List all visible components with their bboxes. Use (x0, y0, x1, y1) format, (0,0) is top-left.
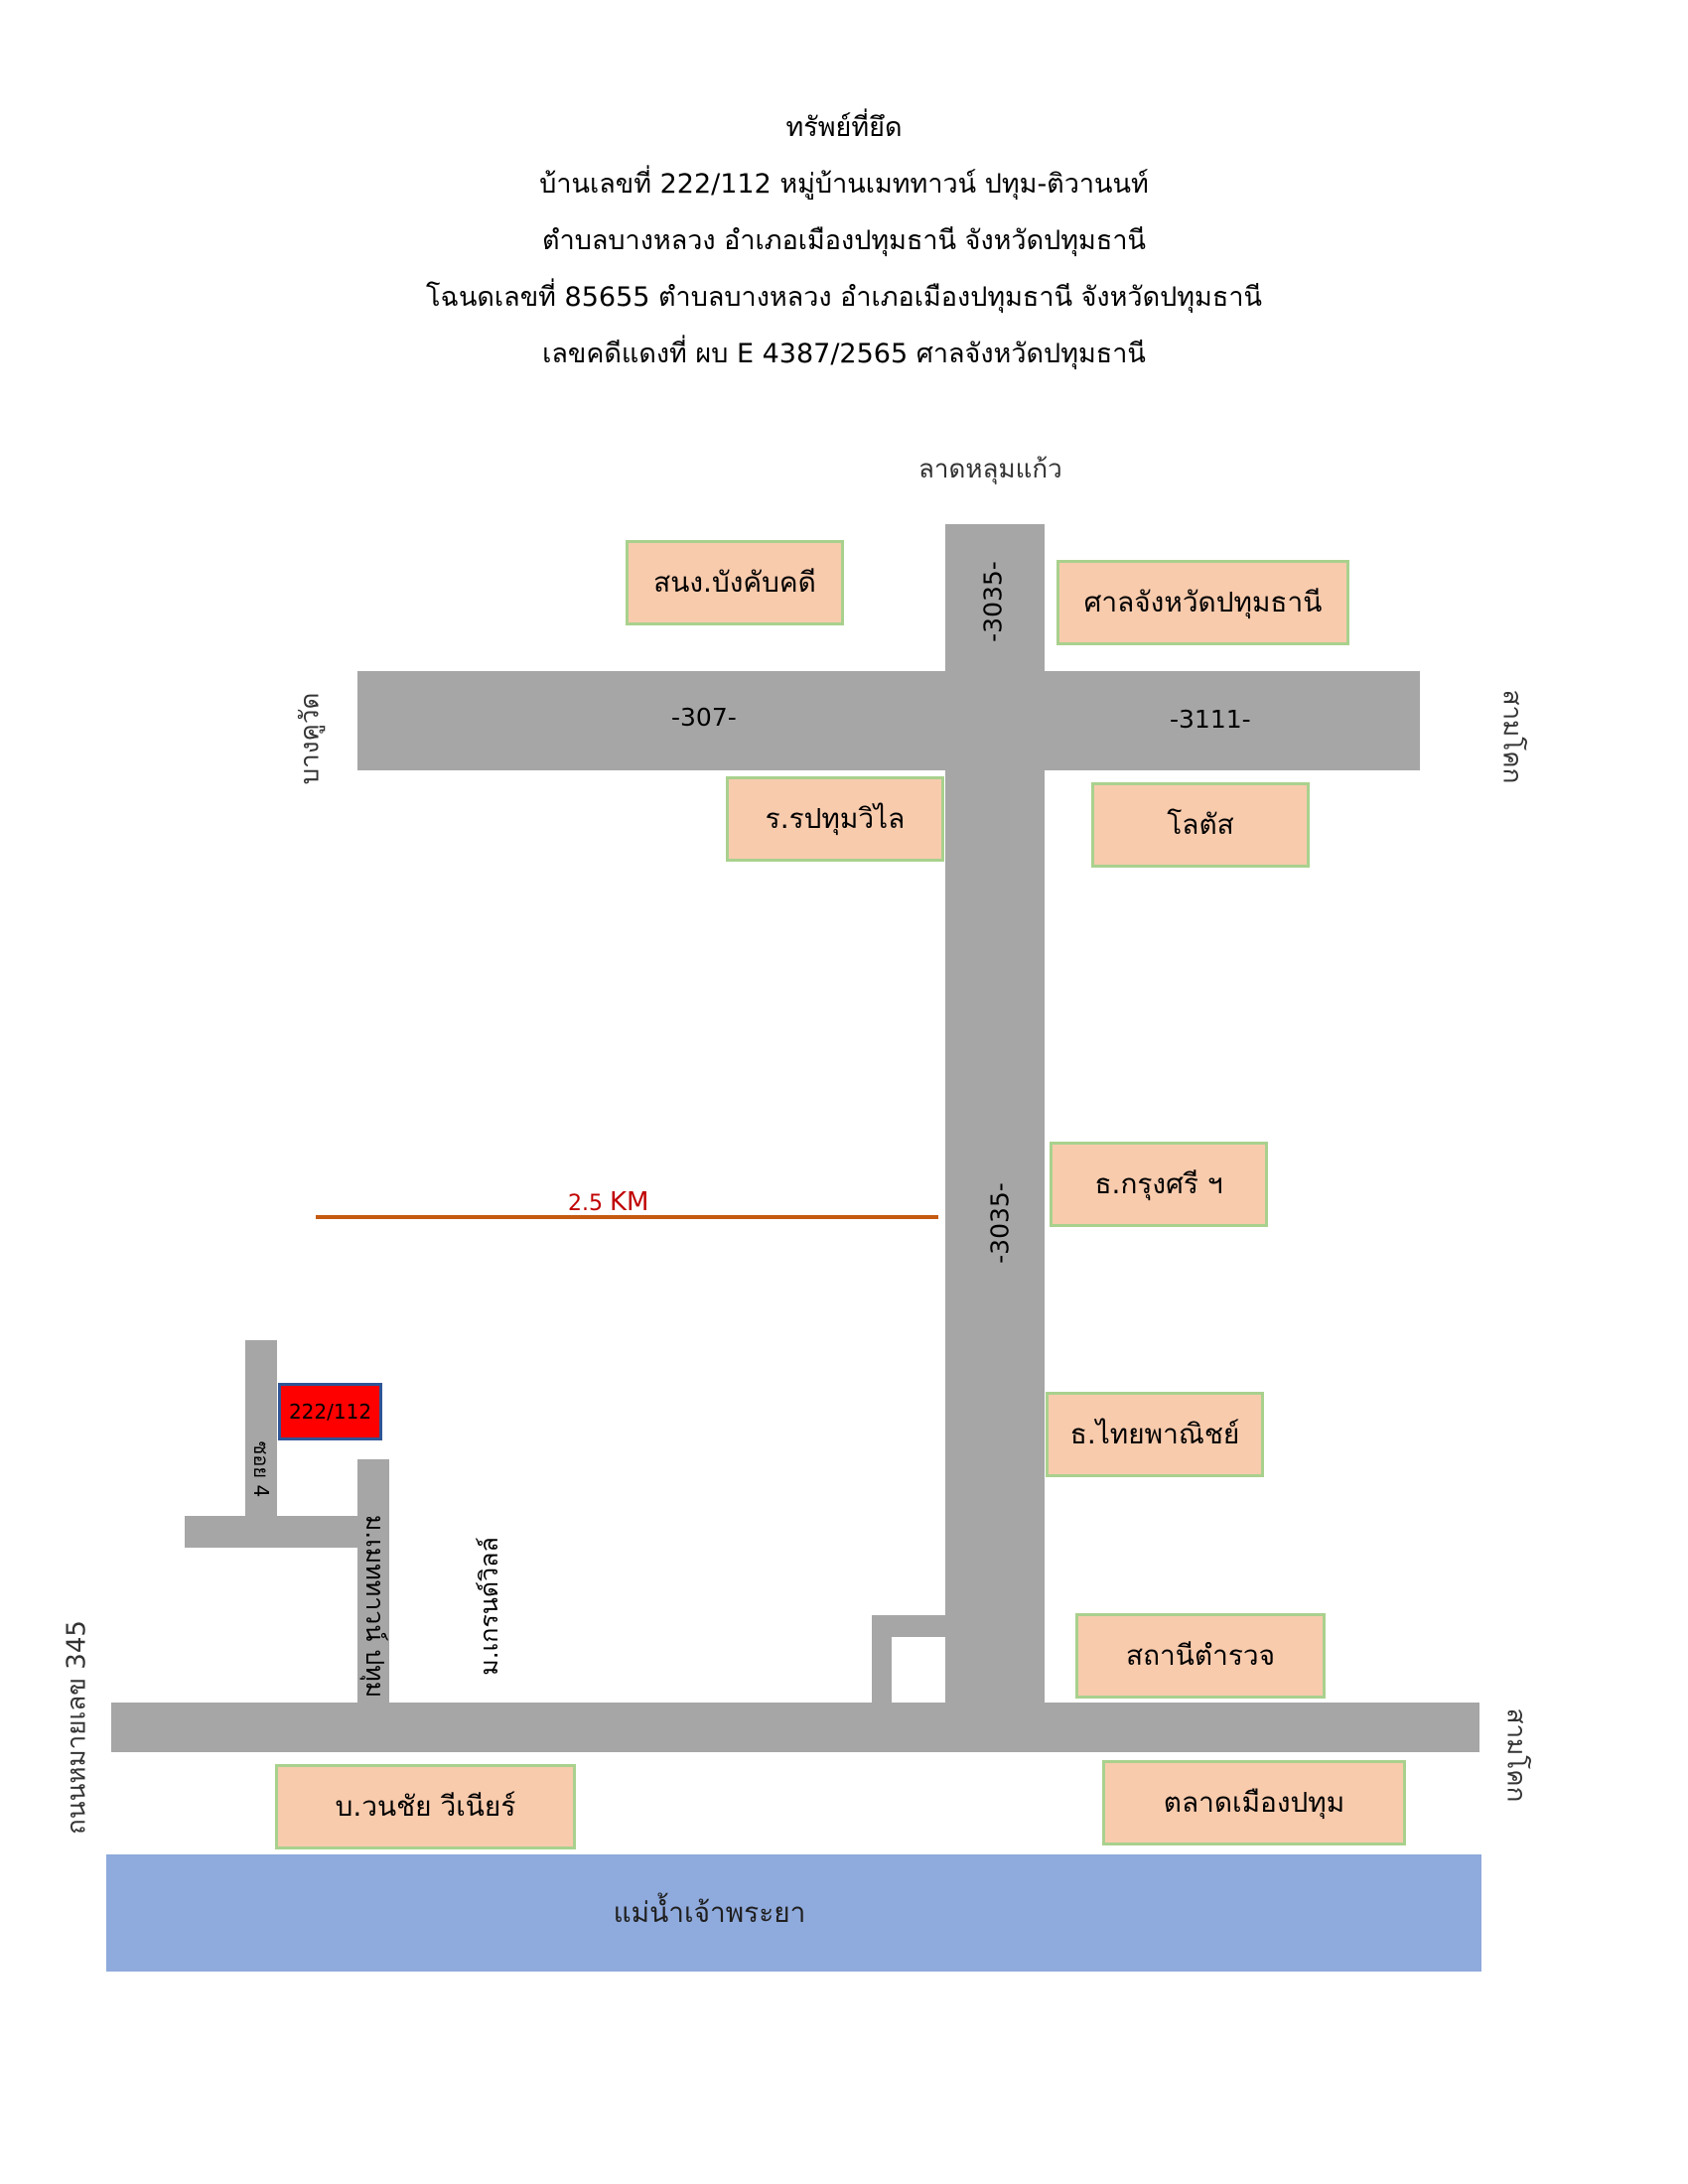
direction-east-upper-label: สามโคก (1496, 689, 1527, 784)
road-3035-north-label: -3035- (978, 561, 1008, 642)
direction-west-label: บางคูวัด (295, 692, 326, 785)
header-district: ตำบลบางหลวง อำเภอเมืองปทุมธานี จังหวัดปท… (542, 225, 1146, 256)
direction-east-lower-label: สามโคก (1500, 1707, 1531, 1803)
hospital-box: ร.รปทุมวิไล (726, 776, 944, 862)
metrotown-road (357, 1459, 389, 1712)
header-case-number: เลขคดีแดงที่ ผบ E 4387/2565 ศาลจังหวัดปท… (542, 339, 1146, 369)
wanchai-box: บ.วนชัย วีเนียร์ (275, 1764, 576, 1849)
small-loop-road-top (872, 1615, 951, 1637)
soi-4-label: ซอย 4 (249, 1440, 273, 1498)
direction-north-label: ลาดหลุมแก้ว (918, 455, 1062, 484)
krungsri-box: ธ.กรุงศรี ฯ (1050, 1142, 1268, 1227)
distance-label: 2.5 KM (568, 1187, 648, 1217)
river-label: แม่น้ำเจ้าพระยา (613, 1896, 806, 1929)
road-3035-south-label: -3035- (985, 1182, 1015, 1264)
small-loop-road-left (872, 1615, 892, 1714)
target-property-marker: 222/112 (278, 1383, 382, 1440)
riverside-road (111, 1703, 1479, 1752)
road-3111-label: -3111- (1170, 705, 1251, 734)
lotus-box: โลตัส (1091, 782, 1310, 868)
police-station-box: สถานีตำรวจ (1075, 1613, 1326, 1699)
cross-road-horizontal (357, 671, 1420, 770)
market-box: ตลาดเมืองปทุม (1102, 1760, 1406, 1845)
header-address: บ้านเลขที่ 222/112 หมู่บ้านเมททาวน์ ปทุม… (539, 169, 1149, 200)
metrotown-road-label: ม.เมททาวน์ ปทุม (360, 1514, 389, 1699)
direction-southwest-label: ถนนหมายเลข 345 (62, 1620, 92, 1835)
enforcement-office-box: สนง.บังคับคดี (626, 540, 844, 625)
distance-value: 2.5 (568, 1191, 603, 1216)
road-307-label: -307- (671, 703, 737, 732)
header-deed: โฉนดเลขที่ 85655 ตำบลบางหลวง อำเภอเมืองป… (426, 282, 1262, 313)
court-box: ศาลจังหวัดปทุมธานี (1056, 560, 1349, 645)
grandville-road-label: ม.เกรนด์วิลล์ (475, 1537, 503, 1676)
river: แม่น้ำเจ้าพระยา (106, 1854, 1481, 1972)
distance-unit: KM (610, 1187, 649, 1217)
document-header: ทรัพย์ที่ยึด บ้านเลขที่ 222/112 หมู่บ้าน… (0, 99, 1688, 382)
soi-4-road (245, 1340, 277, 1539)
scb-box: ธ.ไทยพาณิชย์ (1046, 1392, 1264, 1477)
header-title: ทรัพย์ที่ยึด (785, 112, 903, 143)
village-connector-road (185, 1516, 389, 1548)
distance-line (316, 1215, 938, 1219)
